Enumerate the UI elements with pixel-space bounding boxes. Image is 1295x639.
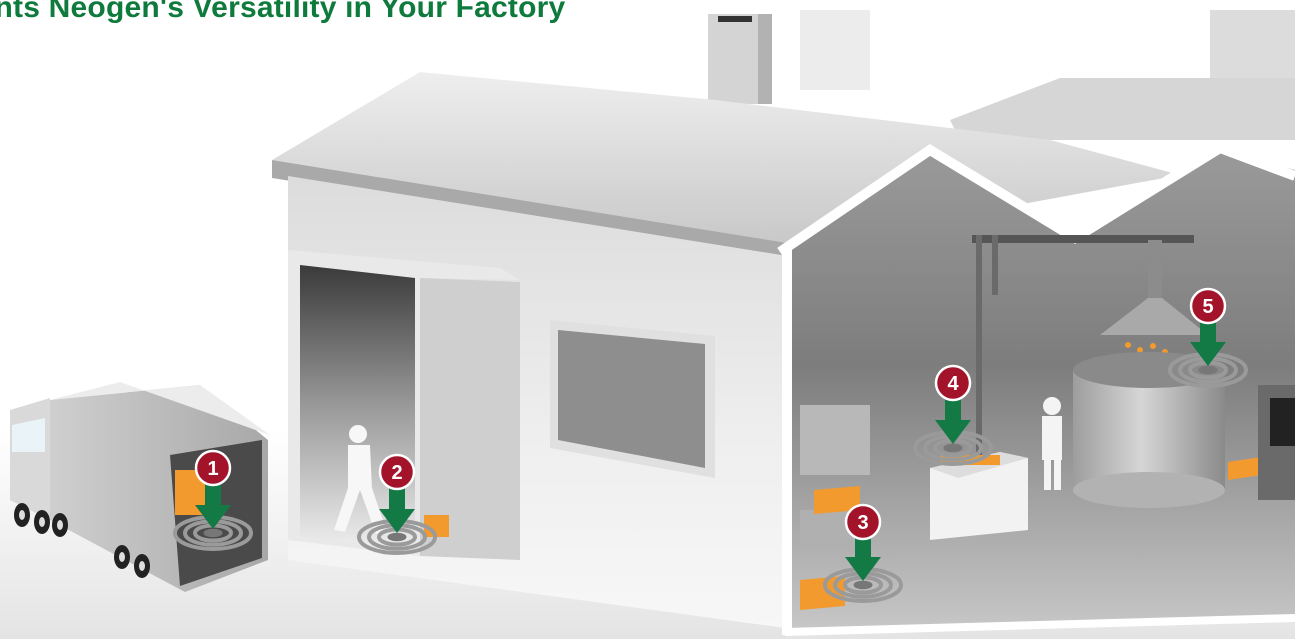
- target-ring: [854, 581, 872, 589]
- marker-number: 3: [857, 512, 868, 534]
- marker-number: 4: [947, 373, 959, 395]
- chimney: [708, 14, 772, 104]
- marker-number: 5: [1202, 296, 1213, 318]
- target-ring: [204, 529, 222, 537]
- marker-number: 1: [207, 458, 218, 480]
- marker-number: 2: [391, 462, 402, 484]
- target-ring: [944, 444, 962, 452]
- target-ring: [1199, 366, 1217, 374]
- target-ring: [388, 533, 406, 541]
